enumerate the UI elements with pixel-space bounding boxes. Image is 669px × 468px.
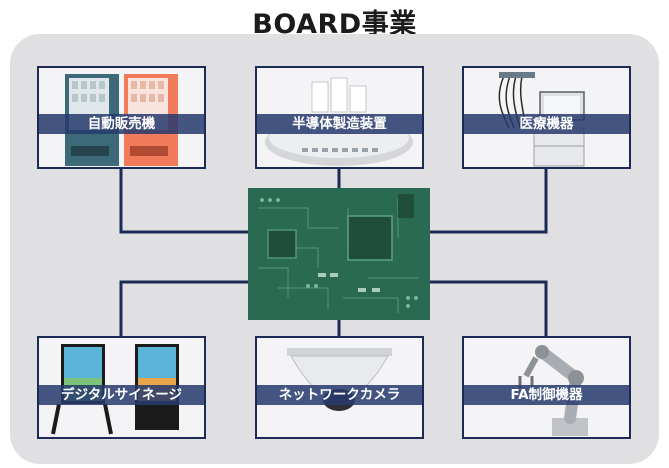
card-digital-signage: デジタルサイネージ — [37, 336, 206, 439]
card-label-medical: 医療機器 — [464, 114, 629, 134]
card-label-semiconductor: 半導体製造装置 — [257, 114, 422, 134]
card-fa-control: FA制御機器 — [462, 336, 631, 439]
card-semiconductor-equipment: 半導体製造装置 — [255, 66, 424, 169]
card-label-vending: 自動販売機 — [39, 114, 204, 134]
card-label-fa-control: FA制御機器 — [464, 385, 629, 405]
card-label-signage: デジタルサイネージ — [39, 385, 204, 405]
card-network-camera: ネットワークカメラ — [255, 336, 424, 439]
circuit-board-icon — [248, 188, 430, 320]
card-label-network-camera: ネットワークカメラ — [257, 385, 422, 405]
card-medical-equipment: 医療機器 — [462, 66, 631, 169]
card-vending-machine: 自動販売機 — [37, 66, 206, 169]
